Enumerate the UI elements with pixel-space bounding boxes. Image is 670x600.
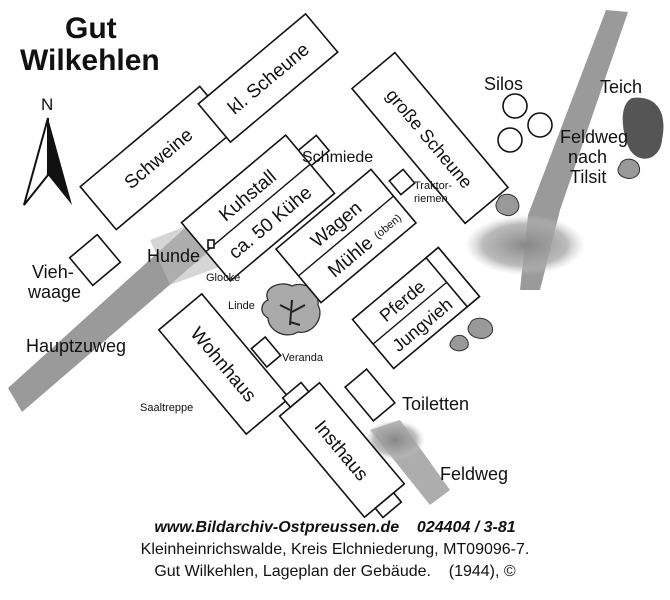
main-road — [8, 228, 208, 412]
silo — [502, 93, 528, 119]
caption-description: Gut Wilkehlen, Lageplan der Gebäude. (19… — [154, 563, 516, 580]
building-traktorriemen — [388, 168, 416, 196]
building-pferde-jungvieh: Pferde Jungvieh — [351, 246, 481, 370]
label-linde: Linde — [228, 300, 255, 312]
title-line-1: Gut — [65, 12, 117, 45]
label-traktor: Traktor- — [414, 180, 452, 192]
building-toiletten — [344, 368, 396, 422]
label-silos: Silos — [484, 74, 523, 94]
road-junction — [465, 215, 585, 275]
pond — [622, 97, 664, 159]
label-teich: Teich — [600, 77, 642, 97]
label-waage: waage — [27, 282, 81, 302]
title-line-2: Wilkehlen — [20, 44, 160, 77]
tree-icon — [495, 193, 520, 217]
bell-icon — [207, 239, 215, 249]
caption-location: Kleinheinrichswalde, Kreis Elchniederung… — [140, 541, 530, 558]
caption-source: www.Bildarchiv-Ostpreussen.de 024404 / 3… — [154, 519, 516, 536]
label-feldweg-nach-tilsit-3: Tilsit — [570, 167, 606, 187]
label-saaltreppe: Saaltreppe — [140, 402, 193, 414]
label-hunde: Hunde — [147, 246, 200, 266]
field-road-blend — [365, 420, 425, 460]
building-kl-scheune: kl. Scheune — [197, 12, 339, 144]
label-feldweg-nach-tilsit-1: Feldweg — [560, 127, 628, 147]
label-glocke: Glocke — [206, 272, 240, 284]
building-wagen-muehle: Wagen Mühle (oben) — [274, 168, 418, 304]
label-riemen: riemen — [414, 193, 448, 205]
label-schmiede: Schmiede — [302, 149, 373, 166]
tree-icon — [617, 158, 641, 179]
north-arrow-icon: N — [23, 95, 72, 206]
label-toiletten: Toiletten — [402, 394, 469, 414]
north-label: N — [41, 95, 53, 114]
tree-icon — [467, 317, 494, 339]
label-feldweg: Feldweg — [440, 464, 508, 484]
label-feldweg-nach-tilsit-2: nach — [568, 147, 607, 167]
label-vieh: Vieh- — [32, 262, 74, 282]
building-veranda — [250, 335, 282, 369]
linden-tree-icon — [261, 283, 321, 336]
label-veranda: Veranda — [282, 352, 324, 364]
silo — [527, 112, 553, 138]
tree-icon — [449, 334, 469, 352]
silo — [497, 127, 523, 153]
label-hauptzuweg: Hauptzuweg — [26, 336, 126, 356]
building-viehwaage — [68, 233, 122, 287]
